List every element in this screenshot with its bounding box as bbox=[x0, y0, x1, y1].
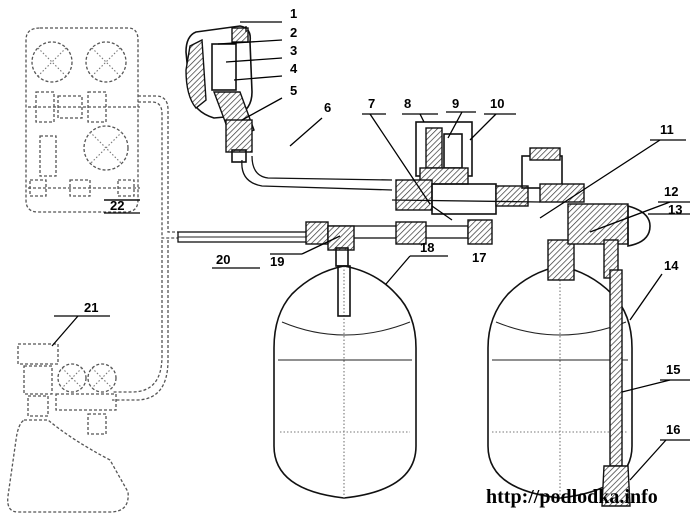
callout-21: 21 bbox=[84, 300, 98, 315]
callout-10: 10 bbox=[490, 96, 504, 111]
callout-11: 11 bbox=[660, 122, 674, 137]
gauge-tube bbox=[601, 239, 690, 507]
callout-1: 1 bbox=[290, 6, 297, 21]
cylinder-18 bbox=[273, 255, 448, 499]
callout-9: 9 bbox=[452, 96, 459, 111]
callout-6: 6 bbox=[324, 100, 331, 115]
callout-2: 2 bbox=[290, 25, 297, 40]
callout-12: 12 bbox=[664, 184, 678, 199]
watermark-text: http://podlodka.info bbox=[486, 486, 658, 508]
hose-6 bbox=[241, 117, 393, 191]
callout-13: 13 bbox=[668, 202, 682, 217]
callout-5: 5 bbox=[290, 83, 297, 98]
callout-19: 19 bbox=[270, 254, 284, 269]
callout-15: 15 bbox=[666, 362, 680, 377]
callout-17: 17 bbox=[472, 250, 486, 265]
main-pipeline bbox=[177, 219, 493, 269]
callout-labels: 1 2 3 4 5 6 7 8 9 10 11 12 13 14 15 16 1… bbox=[84, 6, 682, 437]
reducer-block bbox=[362, 111, 541, 221]
callout-7: 7 bbox=[368, 96, 375, 111]
callout-4: 4 bbox=[290, 61, 298, 76]
ghost-unit-22 bbox=[25, 27, 178, 239]
right-valve-block bbox=[521, 139, 690, 247]
callout-20: 20 bbox=[216, 252, 230, 267]
valve-19 bbox=[270, 225, 355, 267]
ghost-unit-21 bbox=[7, 240, 169, 513]
callout-18: 18 bbox=[420, 240, 434, 255]
mask-assembly bbox=[185, 21, 283, 163]
callout-8: 8 bbox=[404, 96, 411, 111]
callout-3: 3 bbox=[290, 43, 297, 58]
callout-22: 22 bbox=[110, 198, 124, 213]
callout-16: 16 bbox=[666, 422, 680, 437]
callout-14: 14 bbox=[664, 258, 679, 273]
